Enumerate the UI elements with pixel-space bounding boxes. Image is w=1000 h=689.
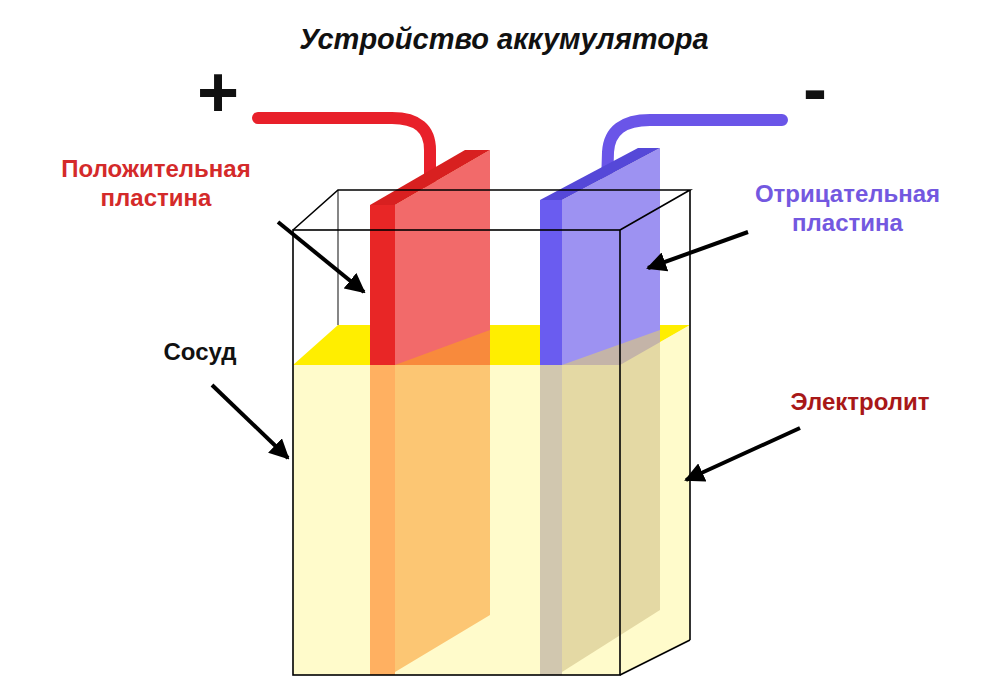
- leader-arrows: [212, 222, 800, 480]
- positive-wire: [258, 118, 430, 190]
- part-label: Отрицательная пластина: [700, 180, 995, 238]
- electrolyte-side: [620, 325, 690, 675]
- electrolyte: [293, 365, 620, 675]
- part-label: Сосуд: [140, 338, 260, 367]
- plus-sign: +: [178, 56, 258, 128]
- part-label: Электролит: [745, 388, 975, 417]
- title: Устройство аккумулятора: [4, 22, 1000, 57]
- vessel: [293, 190, 690, 675]
- minus-sign: -: [790, 52, 840, 124]
- part-label: Положительная пластина: [6, 155, 306, 213]
